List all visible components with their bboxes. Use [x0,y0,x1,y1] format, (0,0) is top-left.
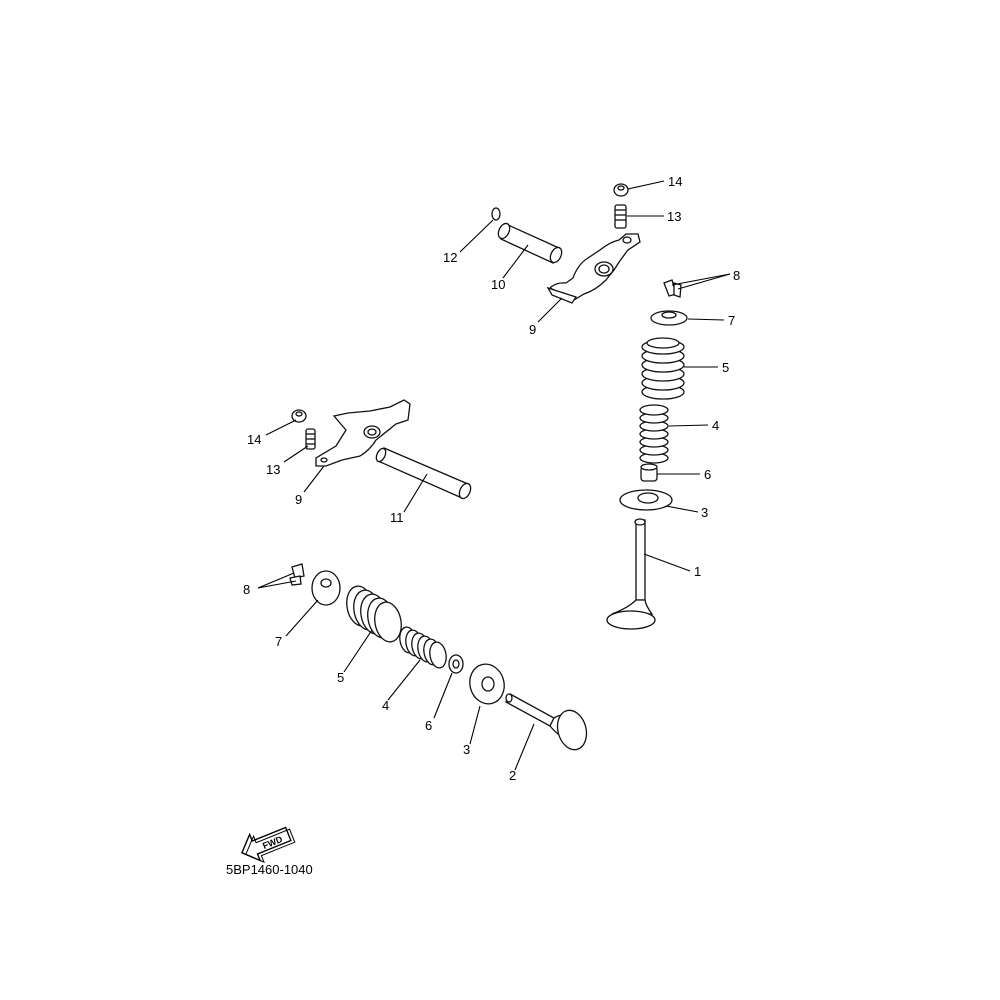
callout-7-top: 7 [728,313,735,328]
callout-9-top: 9 [529,322,536,337]
rocker-arm-9-left [315,399,411,467]
nut-14-top [613,183,629,197]
callout-3-top: 3 [701,505,708,520]
callout-5-top: 5 [722,360,729,375]
callout-4-top: 4 [712,418,719,433]
valve-2 [505,693,588,751]
callout-11: 11 [390,510,404,525]
rocker-shaft-10 [497,222,563,264]
callout-13-left: 13 [266,462,280,477]
callout-1: 1 [694,564,701,579]
outer-spring-5-bottom [346,585,402,643]
cotters-8 [663,279,682,298]
cotters-8-left [289,563,305,586]
callout-5-bottom: 5 [337,670,344,685]
stem-seal-6-bottom [448,654,464,674]
catalog-code: 5BP1460-1040 [226,862,313,877]
stem-seal-6 [640,463,658,482]
leader-lines [257,180,731,771]
callout-8-top: 8 [733,268,740,283]
nut-14-left [291,409,307,423]
callout-2: 2 [509,768,516,783]
spring-seat-3 [619,489,673,511]
callout-6-bottom: 6 [425,718,432,733]
inner-spring-4-bottom [399,626,447,669]
outer-spring-5 [641,337,685,400]
o-ring-12 [491,207,501,221]
callout-3-bottom: 3 [463,742,470,757]
callout-13-top: 13 [667,209,681,224]
callout-14-left: 14 [247,432,261,447]
adjusting-screw-13-top [614,204,627,229]
callout-12: 12 [443,250,457,265]
rocker-shaft-11 [375,447,472,500]
callout-14-top: 14 [668,174,682,189]
inner-spring-4 [639,404,669,464]
valve-1 [606,518,656,630]
retainer-7 [650,310,688,326]
callout-9-left: 9 [295,492,302,507]
callout-labels: 1 2 3 3 4 4 5 5 6 6 7 7 8 8 9 9 10 11 12… [243,174,740,783]
callout-8-bottom: 8 [243,582,250,597]
rocker-arm-9 [546,233,641,304]
callout-4-bottom: 4 [382,698,389,713]
adjusting-screw-13-left [305,428,316,450]
callout-6-top: 6 [704,467,711,482]
retainer-7-left [311,570,341,606]
spring-seat-3-bottom [469,663,505,705]
callout-10: 10 [491,277,505,292]
callout-7-bottom: 7 [275,634,282,649]
